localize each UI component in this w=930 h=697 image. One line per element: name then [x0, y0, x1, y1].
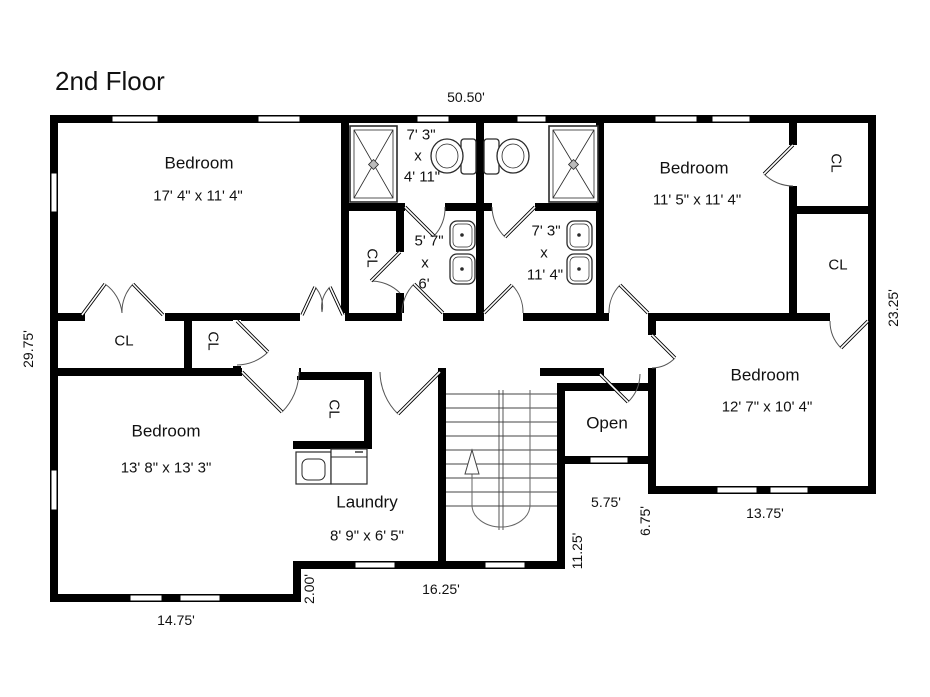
wall-suite-divider [476, 123, 484, 321]
bath-right-dim2: x [540, 244, 548, 262]
dimension-open-side: 6.75' [637, 506, 653, 536]
dimension-stair-side: 11.25' [569, 532, 585, 570]
wall-laundry-cl-bottom [293, 441, 372, 449]
room-label-bedroom-bottom-left: Bedroom [131, 421, 201, 441]
closet-label-mid-right: CL [828, 256, 848, 274]
wall-hall-top [50, 313, 876, 321]
window [516, 115, 547, 123]
sinks-left-bath [449, 220, 476, 285]
room-label-open: Open [586, 413, 628, 433]
window [50, 172, 58, 213]
shower-right [548, 125, 599, 203]
dryer [330, 448, 368, 485]
wall-right [868, 115, 876, 494]
wall-open-right [648, 383, 656, 494]
dimension-open-width: 5.75' [591, 494, 621, 510]
wall-corridor-stub-top [648, 313, 656, 335]
wall-bottom-left [50, 594, 301, 602]
doors [80, 143, 870, 416]
bath-upper-left-dim1: 7' 3" [406, 126, 436, 144]
window [711, 115, 751, 123]
bath-lower-left-dim3: 6' [418, 275, 430, 293]
wall-open-top [557, 383, 656, 391]
wall-cl-divider [789, 206, 876, 214]
wall-laundry-cl-right [364, 372, 372, 449]
wall-stair-right [557, 383, 565, 569]
bath-right-dim1: 7' 3" [531, 222, 561, 240]
wall-hall-stub [540, 368, 604, 376]
dimension-notch: 2.00' [301, 574, 317, 604]
page-title: 2nd Floor [55, 66, 165, 96]
toilet-right [483, 138, 530, 175]
wall-notch [293, 561, 301, 602]
window [716, 486, 758, 494]
bath-upper-left-dim3: 4' 11" [403, 168, 441, 186]
stair-path [471, 390, 531, 528]
dimension-bottom-middle: 16.25' [422, 581, 460, 597]
windows [50, 115, 809, 602]
room-dims-bedroom-bottom-right: 12' 7" x 10' 4" [721, 398, 813, 416]
window [354, 561, 396, 569]
closet-label-left-hall-small: CL [204, 331, 222, 351]
window [129, 594, 163, 602]
wall-suite1-left [341, 123, 349, 321]
stairs [446, 390, 557, 530]
window [50, 469, 58, 511]
room-label-bedroom-bottom-right: Bedroom [730, 365, 800, 385]
closet-label-bath: CL [363, 248, 381, 268]
dimension-left: 29.75' [20, 330, 36, 368]
wall-top [50, 115, 876, 123]
wall-stair-left [438, 368, 446, 569]
shower-left [349, 125, 398, 203]
room-dims-laundry: 8' 9" x 6' 5" [330, 527, 404, 545]
wall-laundry-cl-top [297, 372, 372, 380]
sinks-right-bath [566, 220, 593, 285]
wall-suite2-right [596, 123, 604, 321]
wall-hall-bottom [50, 368, 301, 376]
bath-right-dim3: 11' 4" [526, 266, 564, 284]
window [769, 486, 809, 494]
dimension-bottom-left: 14.75' [157, 612, 195, 628]
wall-bottom-right [648, 486, 876, 494]
bath-lower-left-dim1: 5' 7" [414, 232, 444, 250]
room-dims-bedroom-bottom-left: 13' 8" x 13' 3" [120, 459, 212, 477]
wall-bath-divider [341, 203, 604, 211]
closet-label-laundry: CL [325, 399, 343, 419]
toilet-left [430, 138, 477, 175]
dimension-bottom-right: 13.75' [746, 505, 784, 521]
wall-corridor-stub-bottom [648, 368, 656, 391]
room-label-bedroom-top-right: Bedroom [659, 158, 729, 178]
railing-opening [589, 456, 629, 464]
closet-label-top-right: CL [827, 153, 845, 173]
wall-left [50, 115, 58, 602]
closet-label-left-hall: CL [114, 332, 134, 350]
window [179, 594, 221, 602]
window [654, 115, 698, 123]
window [416, 115, 450, 123]
wall-cl1-cl2 [184, 313, 192, 368]
room-dims-bedroom-top-right: 11' 5" x 11' 4" [652, 191, 742, 209]
dimension-top: 50.50' [447, 89, 485, 105]
room-label-laundry: Laundry [336, 492, 398, 512]
window [484, 561, 526, 569]
stair-direction-arrow [464, 448, 480, 475]
dimension-right: 23.25' [885, 289, 901, 327]
washer [295, 451, 332, 485]
wall-cl-right [789, 123, 797, 313]
bath-lower-left-dim2: x [421, 254, 429, 272]
bath-upper-left-dim2: x [414, 147, 422, 165]
room-dims-bedroom-top-left: 17' 4" x 11' 4" [153, 187, 243, 205]
window [257, 115, 301, 123]
window [111, 115, 159, 123]
room-label-bedroom-top-left: Bedroom [164, 153, 234, 173]
wall-bottom-middle [293, 561, 565, 569]
door-openings [85, 145, 868, 376]
